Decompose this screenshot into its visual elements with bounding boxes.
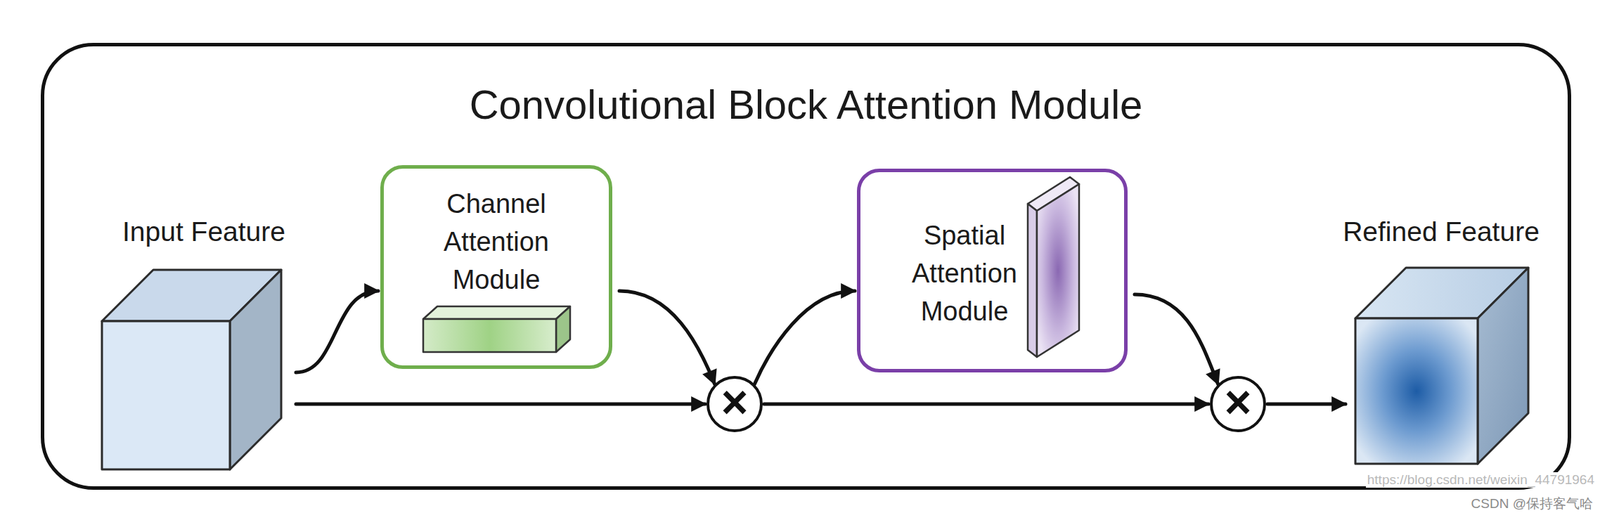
node-text: Refined Feature (1335, 210, 1547, 254)
refined-cube (1355, 267, 1529, 464)
spatial-attention-plate (1027, 177, 1080, 358)
node-text: × (721, 378, 749, 426)
channel-attention-box: Channel Attention Module (380, 165, 613, 370)
channel-attention-bar (423, 306, 571, 353)
arrow-connector (295, 291, 379, 373)
node-text: Input Feature (98, 210, 310, 254)
arrow-connector (295, 402, 706, 407)
spatial-attention-box: Spatial Attention Module (856, 168, 1128, 373)
input-cube (101, 269, 282, 470)
node-text: × (1224, 378, 1253, 426)
arrow-connector (1267, 402, 1346, 407)
node-text: Convolutional Block Attention Module (44, 80, 1568, 130)
node-text: Spatial Attention Module (883, 216, 1046, 331)
multiply-circle: × (706, 376, 763, 433)
feature-cube: Refined Feature (1335, 210, 1547, 475)
feature-cube: Input Feature (98, 210, 310, 475)
watermark: https://blog.csdn.net/weixin_44791964 (1365, 472, 1596, 488)
attention-module-frame: Convolutional Block Attention ModuleInpu… (40, 42, 1572, 490)
arrow-connector (1134, 294, 1219, 385)
watermark: CSDN @保持客气哈 (1469, 496, 1595, 512)
arrow-connector (754, 291, 855, 385)
node-text: Channel Attention Module (411, 184, 581, 299)
multiply-circle: × (1209, 376, 1267, 433)
arrow-connector (764, 402, 1209, 407)
arrow-connector (619, 291, 715, 385)
